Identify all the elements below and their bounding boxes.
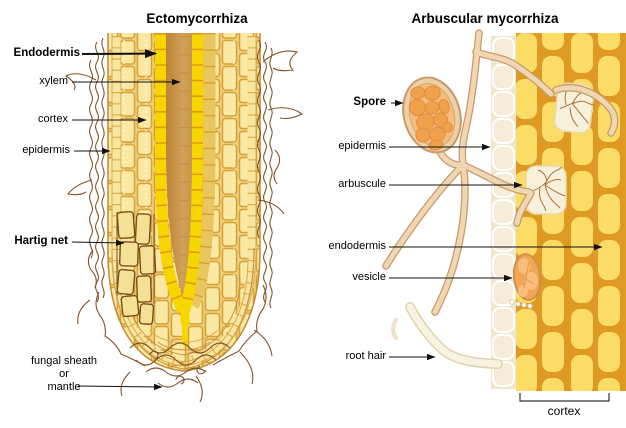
label-vesicle: vesicle	[352, 271, 386, 283]
annotations	[71, 49, 610, 402]
left-panel-title: Ectomycorrhiza	[146, 11, 248, 26]
label-xylem: xylem	[39, 75, 68, 87]
hyphae	[64, 37, 304, 403]
am-epidermis-cells	[492, 37, 515, 387]
fungal-sheath-arrow	[77, 383, 163, 391]
spore	[402, 76, 462, 154]
right-panel-title: Arbuscular mycorrhiza	[411, 11, 559, 26]
label-cortex-right: cortex	[547, 404, 581, 418]
am-root-diagram	[382, 29, 626, 391]
label-spore: Spore	[353, 96, 386, 108]
fungal-sheath-line1: fungal sheath	[30, 355, 98, 367]
label-endodermis-right: endodermis	[328, 240, 386, 252]
label-endodermis-left: Endodermis	[13, 47, 80, 59]
hartig-net-cells	[116, 210, 157, 325]
label-epidermis-right: epidermis	[338, 140, 386, 152]
label-fungal-sheath: fungal sheath or mantle	[10, 355, 118, 394]
cortex-bracket	[519, 393, 610, 402]
fungal-sheath-line3: mantle	[47, 381, 81, 393]
endodermis-band	[155, 33, 203, 346]
root-hair	[391, 302, 503, 369]
label-epidermis-left: epidermis	[22, 144, 70, 156]
am-hyphae	[382, 29, 619, 316]
inner-cortex-column	[187, 33, 216, 309]
arbuscule-cell-upper	[553, 82, 595, 134]
vesicle	[509, 253, 542, 309]
label-hartig-net: Hartig net	[14, 235, 68, 247]
hartig-net-arrow	[71, 239, 125, 247]
fungal-mantle-line	[107, 33, 261, 372]
endodermis-arrow-left	[81, 49, 157, 59]
ecto-root-diagram	[64, 33, 304, 403]
label-root-hair: root hair	[345, 350, 386, 362]
label-cortex-left: cortex	[38, 113, 68, 125]
label-arbuscule: arbuscule	[338, 178, 386, 190]
arbuscule-cell-lower	[525, 165, 567, 215]
fungal-sheath-line2: or	[59, 368, 69, 380]
